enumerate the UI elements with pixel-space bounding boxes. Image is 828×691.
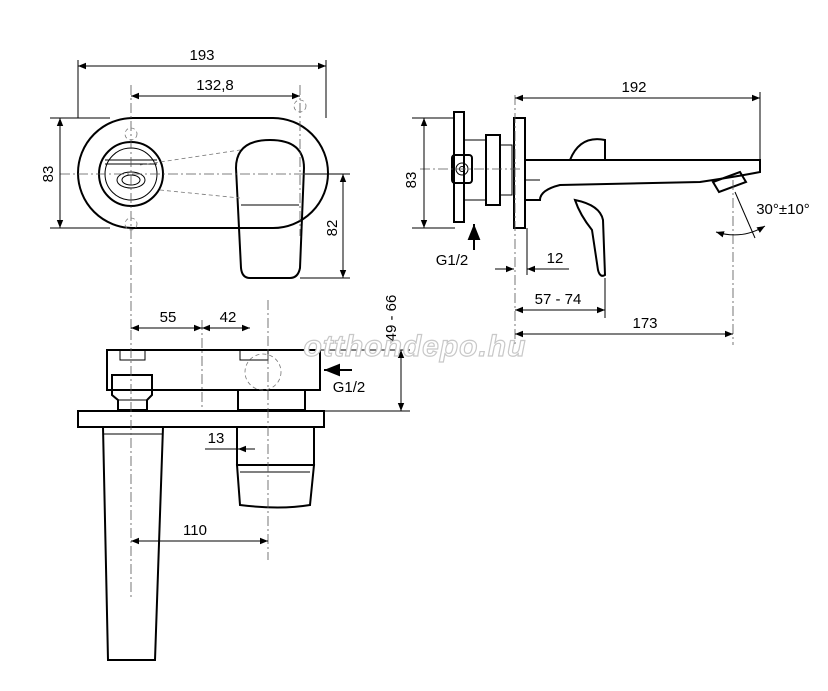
lever-side	[568, 138, 606, 161]
dim-dist-a: 55	[160, 309, 177, 326]
dim-length-plate: 192	[621, 79, 646, 96]
spout	[524, 159, 761, 201]
dim-height-range: 49 - 66	[383, 295, 400, 342]
lever-handle	[234, 138, 306, 279]
wall-plate-outline	[77, 117, 329, 229]
dim-height-side: 83	[403, 172, 420, 189]
dim-lever-height: 82	[324, 220, 341, 237]
dim-dist-b: 42	[220, 309, 237, 326]
dim-plate-offset: 12	[547, 250, 564, 267]
inlet-label-side: G1/2	[436, 252, 469, 269]
wall-cover	[77, 410, 325, 428]
dim-height-plate: 83	[40, 166, 57, 183]
mounting-box	[106, 349, 321, 391]
spout-front	[101, 426, 165, 661]
top-view: 193 132,8 83 82	[40, 47, 350, 330]
dim-spout-offset: 110	[183, 522, 207, 539]
dim-width-centers: 132,8	[196, 77, 234, 94]
dim-nut-offset: 13	[208, 430, 225, 447]
inlet-label-front: G1/2	[333, 379, 366, 396]
front-view: 55 42 49 - 66 G1/2 13 110	[77, 295, 410, 661]
dim-width-total: 193	[189, 47, 214, 64]
lever-front	[237, 389, 306, 411]
angle-label: 30°±10°	[756, 201, 810, 218]
cover-plate	[513, 117, 526, 229]
dim-wall-range: 57 - 74	[535, 291, 582, 308]
watermark-text: otthondepo.hu	[304, 330, 527, 363]
dim-spout-reach: 173	[632, 315, 657, 332]
angle-arc	[715, 225, 766, 238]
side-view: 192 83 G1/2 12 57 - 74 173 30°±10°	[403, 79, 810, 345]
